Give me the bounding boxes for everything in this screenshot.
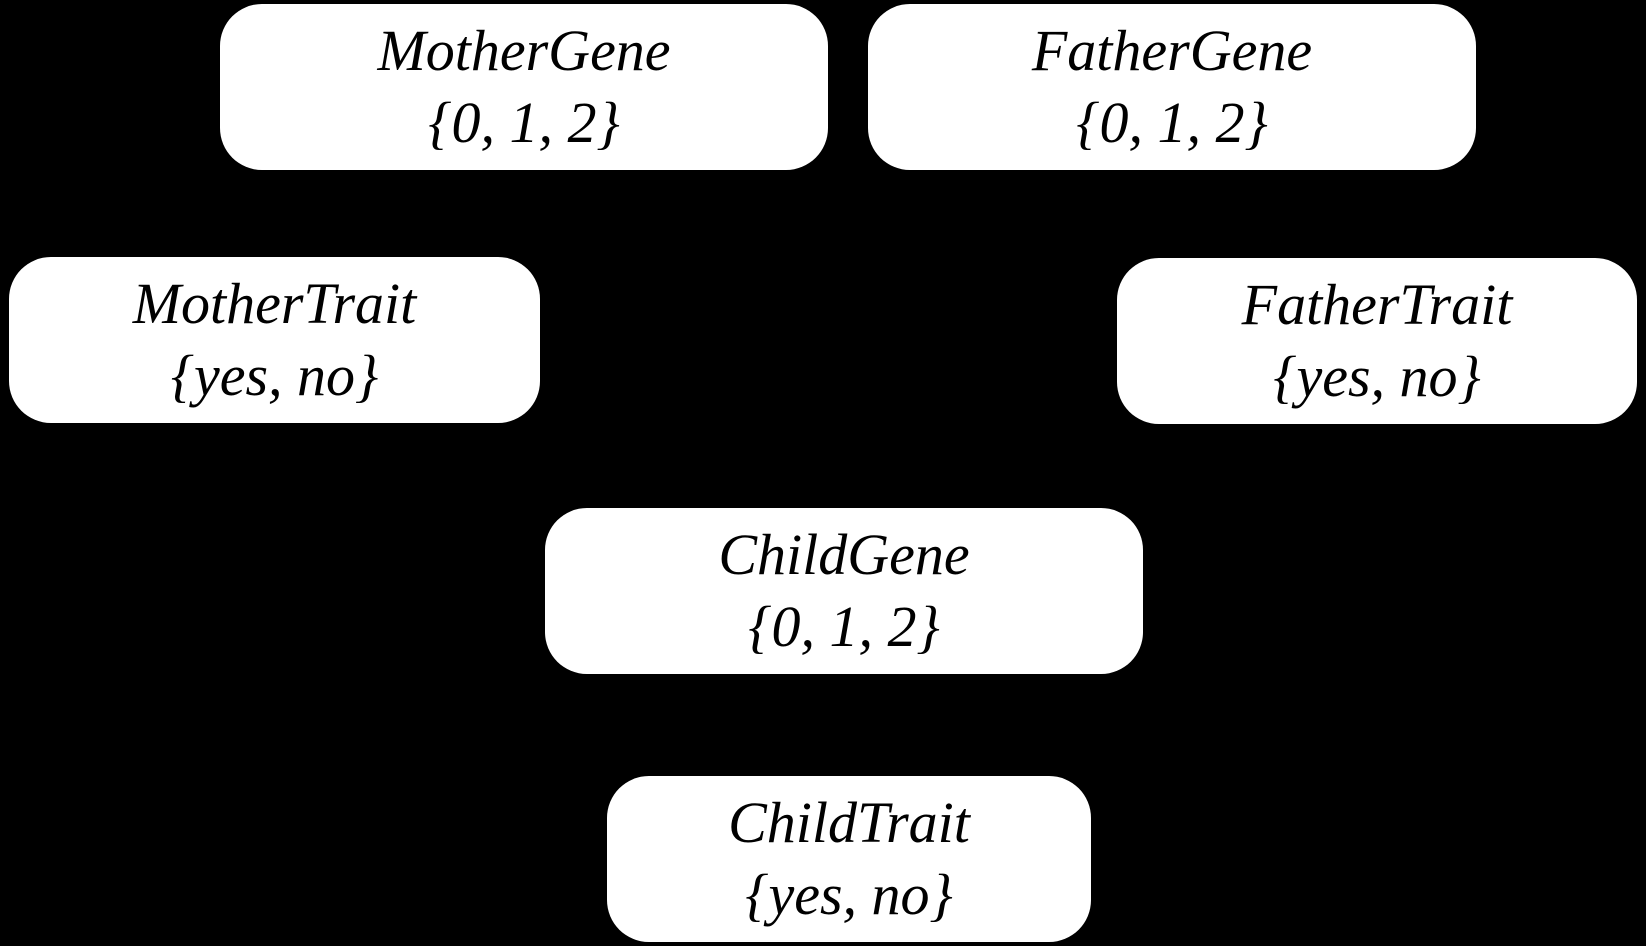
node-child-gene-label: ChildGene <box>718 522 970 587</box>
node-mother-gene-domain: {0, 1, 2} <box>428 90 620 155</box>
node-mother-gene-label: MotherGene <box>377 18 671 83</box>
node-child-trait: ChildTrait {yes, no} <box>607 776 1091 942</box>
node-father-trait-label: FatherTrait <box>1241 272 1513 337</box>
node-mother-gene: MotherGene {0, 1, 2} <box>220 4 828 170</box>
node-mother-trait-domain: {yes, no} <box>170 343 379 408</box>
node-child-trait-label: ChildTrait <box>728 790 970 855</box>
node-father-gene-label: FatherGene <box>1031 18 1313 83</box>
node-father-trait-domain: {yes, no} <box>1273 344 1481 409</box>
node-child-trait-domain: {yes, no} <box>745 862 953 927</box>
node-father-gene-domain: {0, 1, 2} <box>1076 90 1268 155</box>
node-father-trait: FatherTrait {yes, no} <box>1117 258 1637 424</box>
node-child-gene: ChildGene {0, 1, 2} <box>545 508 1143 674</box>
node-father-gene: FatherGene {0, 1, 2} <box>868 4 1476 170</box>
node-child-gene-domain: {0, 1, 2} <box>748 594 940 659</box>
node-mother-trait-label: MotherTrait <box>132 271 417 336</box>
node-mother-trait: MotherTrait {yes, no} <box>9 257 540 423</box>
